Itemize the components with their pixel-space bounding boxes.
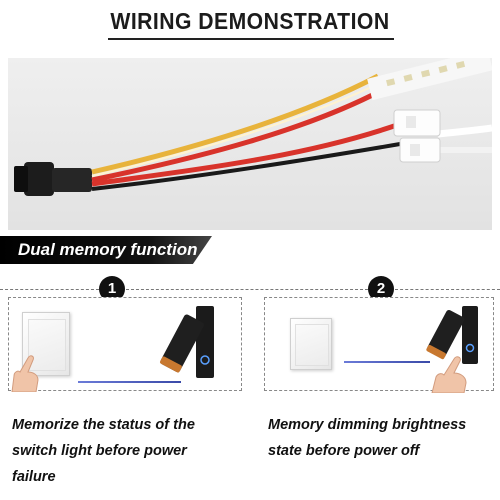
wall-lamp-icon (426, 304, 482, 366)
step-1-caption: Memorize the status of the switch light … (12, 412, 242, 490)
wire-clip-icon (393, 109, 441, 163)
touch-button-icon (465, 343, 475, 353)
wall-switch-icon (290, 318, 332, 370)
caption-line: Memory dimming brightness (268, 417, 467, 433)
step-connector (126, 289, 368, 290)
touch-button-icon (200, 355, 210, 365)
caption-line: state before power off (268, 443, 420, 459)
light-beam (78, 381, 181, 383)
step-2-caption: Memory dimming brightness state before p… (268, 412, 500, 464)
connector-plug-icon (14, 162, 92, 196)
page-title: WIRING DEMONSTRATION (110, 8, 390, 34)
caption-line: Memorize the status of the (12, 417, 195, 433)
wall-lamp-icon (158, 302, 218, 382)
finger-icon (430, 355, 470, 394)
finger-icon (8, 352, 44, 393)
led-strip-icon (367, 58, 492, 101)
feature-banner-label: Dual memory function (18, 240, 198, 259)
wiring-photo (8, 58, 492, 230)
light-beam (344, 361, 430, 363)
feature-banner (0, 236, 212, 264)
title-underline (108, 38, 394, 40)
step-connector (0, 289, 99, 290)
caption-line: switch light before power (12, 443, 187, 459)
step-connector (395, 289, 500, 290)
caption-line: failure (12, 469, 56, 485)
